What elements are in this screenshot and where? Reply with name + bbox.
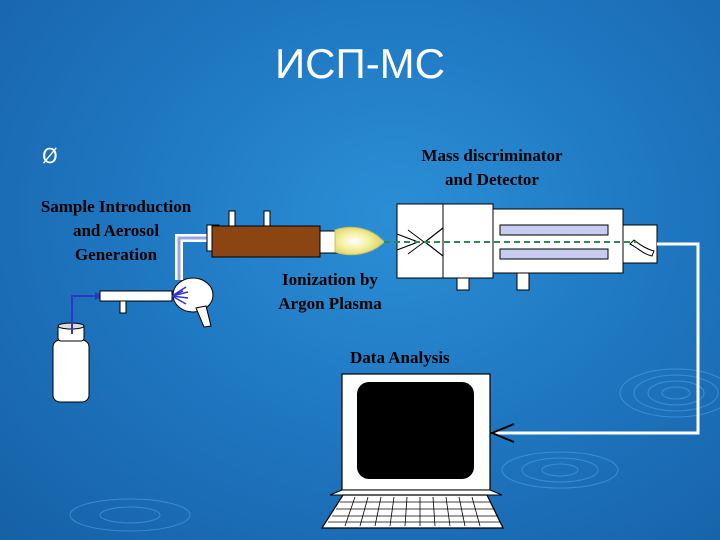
- label-line: Sample Introduction: [40, 197, 192, 216]
- signal-line: [492, 242, 700, 435]
- label-line: Ionization by: [282, 270, 378, 289]
- label-line: and Detector: [445, 170, 539, 189]
- computer-icon: [320, 373, 504, 529]
- mass-spectrometer-icon: [396, 203, 658, 291]
- arrow-bullet-icon: Ø: [42, 144, 58, 168]
- label-line: Generation: [74, 245, 158, 264]
- ripple-decoration: [69, 368, 720, 532]
- label-line: Argon Plasma: [278, 294, 382, 313]
- label-sample-introduction: Sample Introduction and Aerosol Generati…: [22, 195, 210, 267]
- arrow-head: [95, 292, 103, 300]
- plasma-torch-icon: [206, 210, 385, 258]
- nebulizer-icon: [99, 277, 214, 328]
- label-data-analysis: Data Analysis: [350, 348, 450, 367]
- slide-title: ИСП-МС: [274, 40, 445, 87]
- label-ionization: Ionization by Argon Plasma: [262, 268, 398, 316]
- sample-vial-icon: [52, 322, 90, 403]
- aerosol-tubing: [175, 234, 210, 280]
- arrow-head: [489, 423, 515, 443]
- label-line: and Aerosol: [72, 221, 160, 240]
- label-line: Mass discriminator: [421, 146, 563, 165]
- label-mass-discriminator: Mass discriminator and Detector: [398, 144, 586, 192]
- sample-tube: [71, 295, 95, 334]
